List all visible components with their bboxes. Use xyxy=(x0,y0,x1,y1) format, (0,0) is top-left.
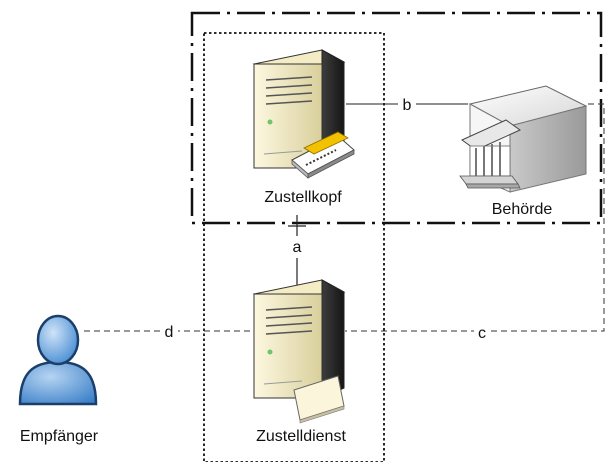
label-behoerde: Behörde xyxy=(492,201,553,218)
edge-label-c: c xyxy=(478,325,486,342)
edge-label-bg xyxy=(474,322,490,342)
document-tray-icon xyxy=(291,131,355,179)
edge-label-a: a xyxy=(293,239,302,256)
region-inner-dotted xyxy=(203,32,385,462)
label-zustellkopf: Zustellkopf xyxy=(264,189,342,206)
edge-label-d: d xyxy=(165,324,174,341)
label-zustelldienst: Zustelldienst xyxy=(256,428,346,445)
government-building-icon xyxy=(459,85,588,193)
edge-label-bg xyxy=(288,236,306,258)
edge-label-bg xyxy=(160,321,178,341)
server-icon xyxy=(252,279,346,399)
person-icon xyxy=(18,314,98,406)
edge-label-b: b xyxy=(403,97,412,114)
document-icon xyxy=(293,375,345,424)
region-outer-dashdot xyxy=(190,11,603,225)
edge-label-bg xyxy=(398,94,416,114)
label-empfaenger: Empfänger xyxy=(20,428,99,445)
